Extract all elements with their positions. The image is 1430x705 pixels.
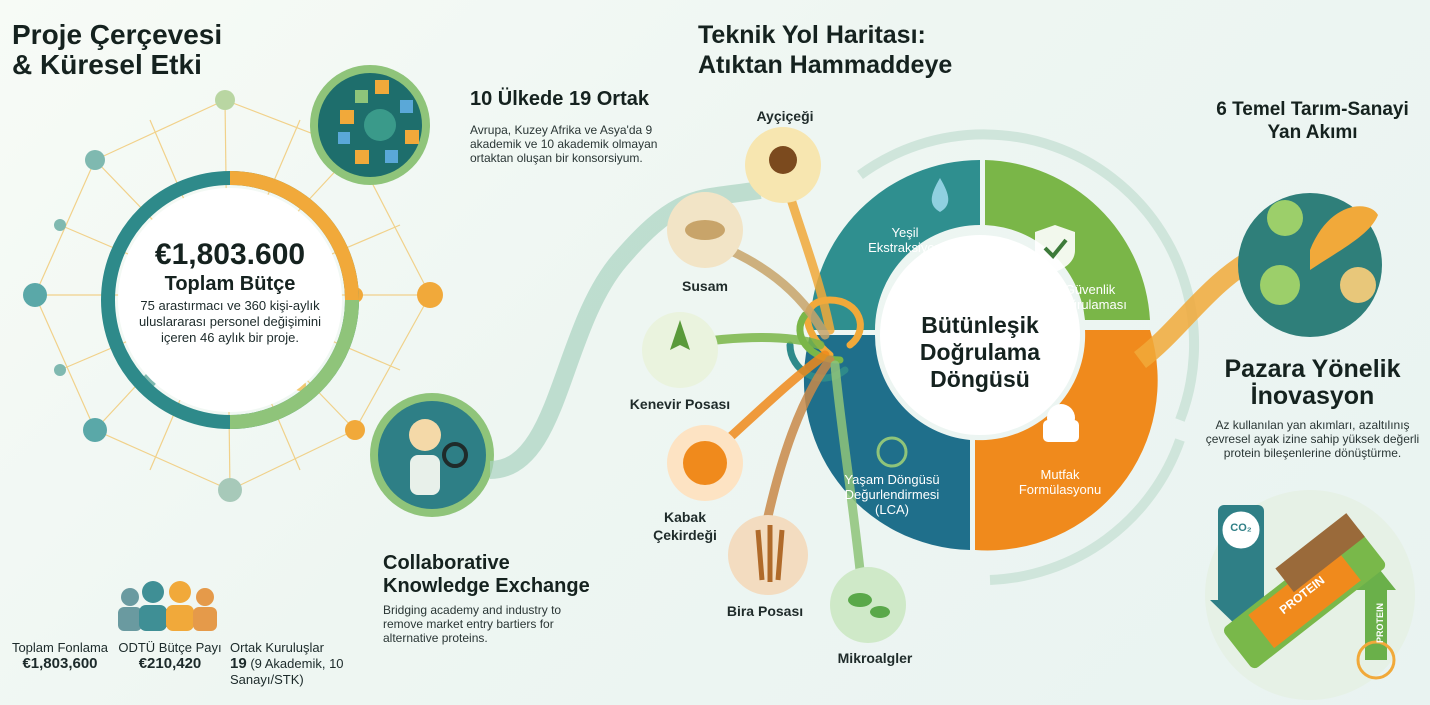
collab-block: Collaborative Knowledge Exchange Bridgin… — [383, 552, 613, 645]
protein-arrow-label: PROTEIN — [1375, 603, 1385, 644]
protein-bar — [1223, 513, 1386, 669]
segment-green-extraction: Yeşil Ekstraksiyon — [868, 225, 942, 255]
stat-partner-orgs: Ortak Kuruluşlar 19 (9 Akademik, 10 Sana… — [230, 640, 345, 687]
globe-icon — [364, 109, 396, 141]
stat-metu-share: ODTÜ Bütçe Payı €210,420 — [115, 640, 225, 672]
market-innovation-title: Pazara Yönelik İnovasyon — [1195, 356, 1430, 410]
network-nodes — [23, 90, 443, 502]
right-title-line1: 6 Temel Tarım-Sanayi — [1216, 99, 1409, 120]
cycle-title-line1: Bütünleşik — [921, 312, 1039, 338]
budget-block: €1,803.600 Toplam Bütçe 75 arastırmacı v… — [135, 238, 325, 346]
magnifier-icon — [442, 442, 468, 468]
market-title-line2: İnovasyon — [1250, 382, 1375, 410]
seeds-icon — [1340, 267, 1376, 303]
segment-culinary-formulation: Mutfak Formülasyonu — [1018, 467, 1102, 497]
collab-title-line2: Knowledge Exchange — [383, 575, 590, 597]
left-title-line1: Proje Çerçevesi — [12, 19, 223, 50]
pumpkin-icon — [683, 441, 727, 485]
section-title-middle: Teknik Yol Haritası: Atıktan Hammaddeye — [698, 20, 952, 80]
segment-lca: Yaşam Döngüsü Değurlendirmesi (LCA) — [844, 472, 940, 517]
stat-extra: (9 Akademik, 10 Sanayı/STK) — [230, 656, 344, 687]
right-title-line2: Yan Akımı — [1267, 122, 1358, 143]
source-label-microalgae: Mikroalgler — [837, 650, 913, 666]
microalgae-icon — [848, 593, 872, 607]
budget-amount: €1,803.600 — [154, 238, 306, 271]
cycle-title: Bütünleşik Doğrulama Döngüsü — [895, 312, 1065, 393]
partners-block: 10 Ülkede 19 Ortak Avrupa, Kuzey Afrika … — [470, 88, 670, 165]
section-title-right: 6 Temel Tarım-Sanayi Yan Akımı — [1195, 98, 1430, 144]
leaf-icon-1 — [1267, 200, 1303, 236]
stat-value: €1,803,600 — [22, 655, 98, 672]
budget-description: 75 arastırmacı ve 360 kişi-aylık uluslar… — [138, 298, 322, 345]
middle-title-line1: Teknik Yol Haritası: — [698, 21, 926, 49]
stat-label: ODTÜ Bütçe Payı — [118, 640, 222, 655]
stat-label: Toplam Fonlama — [11, 640, 109, 655]
middle-title-line2: Atıktan Hammaddeye — [698, 51, 953, 79]
source-label-sunflower: Ayçiçeği — [756, 108, 814, 124]
leaf-icon-2 — [1260, 265, 1300, 305]
source-label-pumpkin: Kabak Çekirdeği — [653, 509, 717, 543]
stat-label: Ortak Kuruluşlar — [230, 640, 324, 655]
co2-label: CO₂ — [1230, 522, 1252, 534]
partners-title: 10 Ülkede 19 Ortak — [470, 88, 649, 110]
budget-label: Toplam Bütçe — [164, 273, 296, 295]
shield-check-icon — [1035, 225, 1075, 272]
collab-title-line1: Collaborative — [383, 552, 510, 574]
cycle-title-line2: Doğrulama — [919, 339, 1041, 365]
left-title-line2: & Küresel Etki — [12, 49, 202, 80]
team-icon — [118, 581, 217, 631]
cycle-title-line3: Döngüsü — [930, 366, 1030, 392]
sunflower-icon — [769, 146, 797, 174]
budget-inner-circle — [118, 188, 342, 412]
hemp-source — [642, 312, 718, 388]
stat-value: 19 — [230, 655, 247, 672]
market-description: Az kullanılan yan akımları, azaltılınış … — [1205, 418, 1420, 460]
source-label-brewers-grain: Bira Posası — [726, 603, 804, 619]
researcher-icon — [409, 419, 441, 451]
collab-description: Bridging academy and industry to remove … — [383, 603, 562, 645]
wheat-icon — [755, 525, 785, 582]
partners-description: Avrupa, Kuzey Afrika ve Asya'da 9 akadem… — [470, 123, 658, 165]
market-title-line1: Pazara Yönelik — [1224, 355, 1401, 383]
recycle-icon — [876, 436, 908, 468]
sesame-icon — [685, 220, 725, 240]
hemp-icon — [670, 320, 690, 350]
source-label-sesame: Susam — [682, 278, 728, 294]
stat-total-funding: Toplam Fonlama €1,803,600 — [5, 640, 115, 672]
stat-value: €210,420 — [138, 655, 202, 672]
source-label-hemp: Kenevir Posası — [629, 396, 731, 412]
molecule-icon — [1356, 640, 1396, 680]
section-title-left: Proje Çerçevesi & Küresel Etki — [12, 20, 222, 80]
water-drop-icon — [931, 178, 949, 212]
cubes-icon — [338, 80, 419, 164]
segment-safety-validation: Güvenlik Doğrulaması — [1053, 282, 1127, 312]
grain-flow-icon — [1310, 206, 1378, 270]
